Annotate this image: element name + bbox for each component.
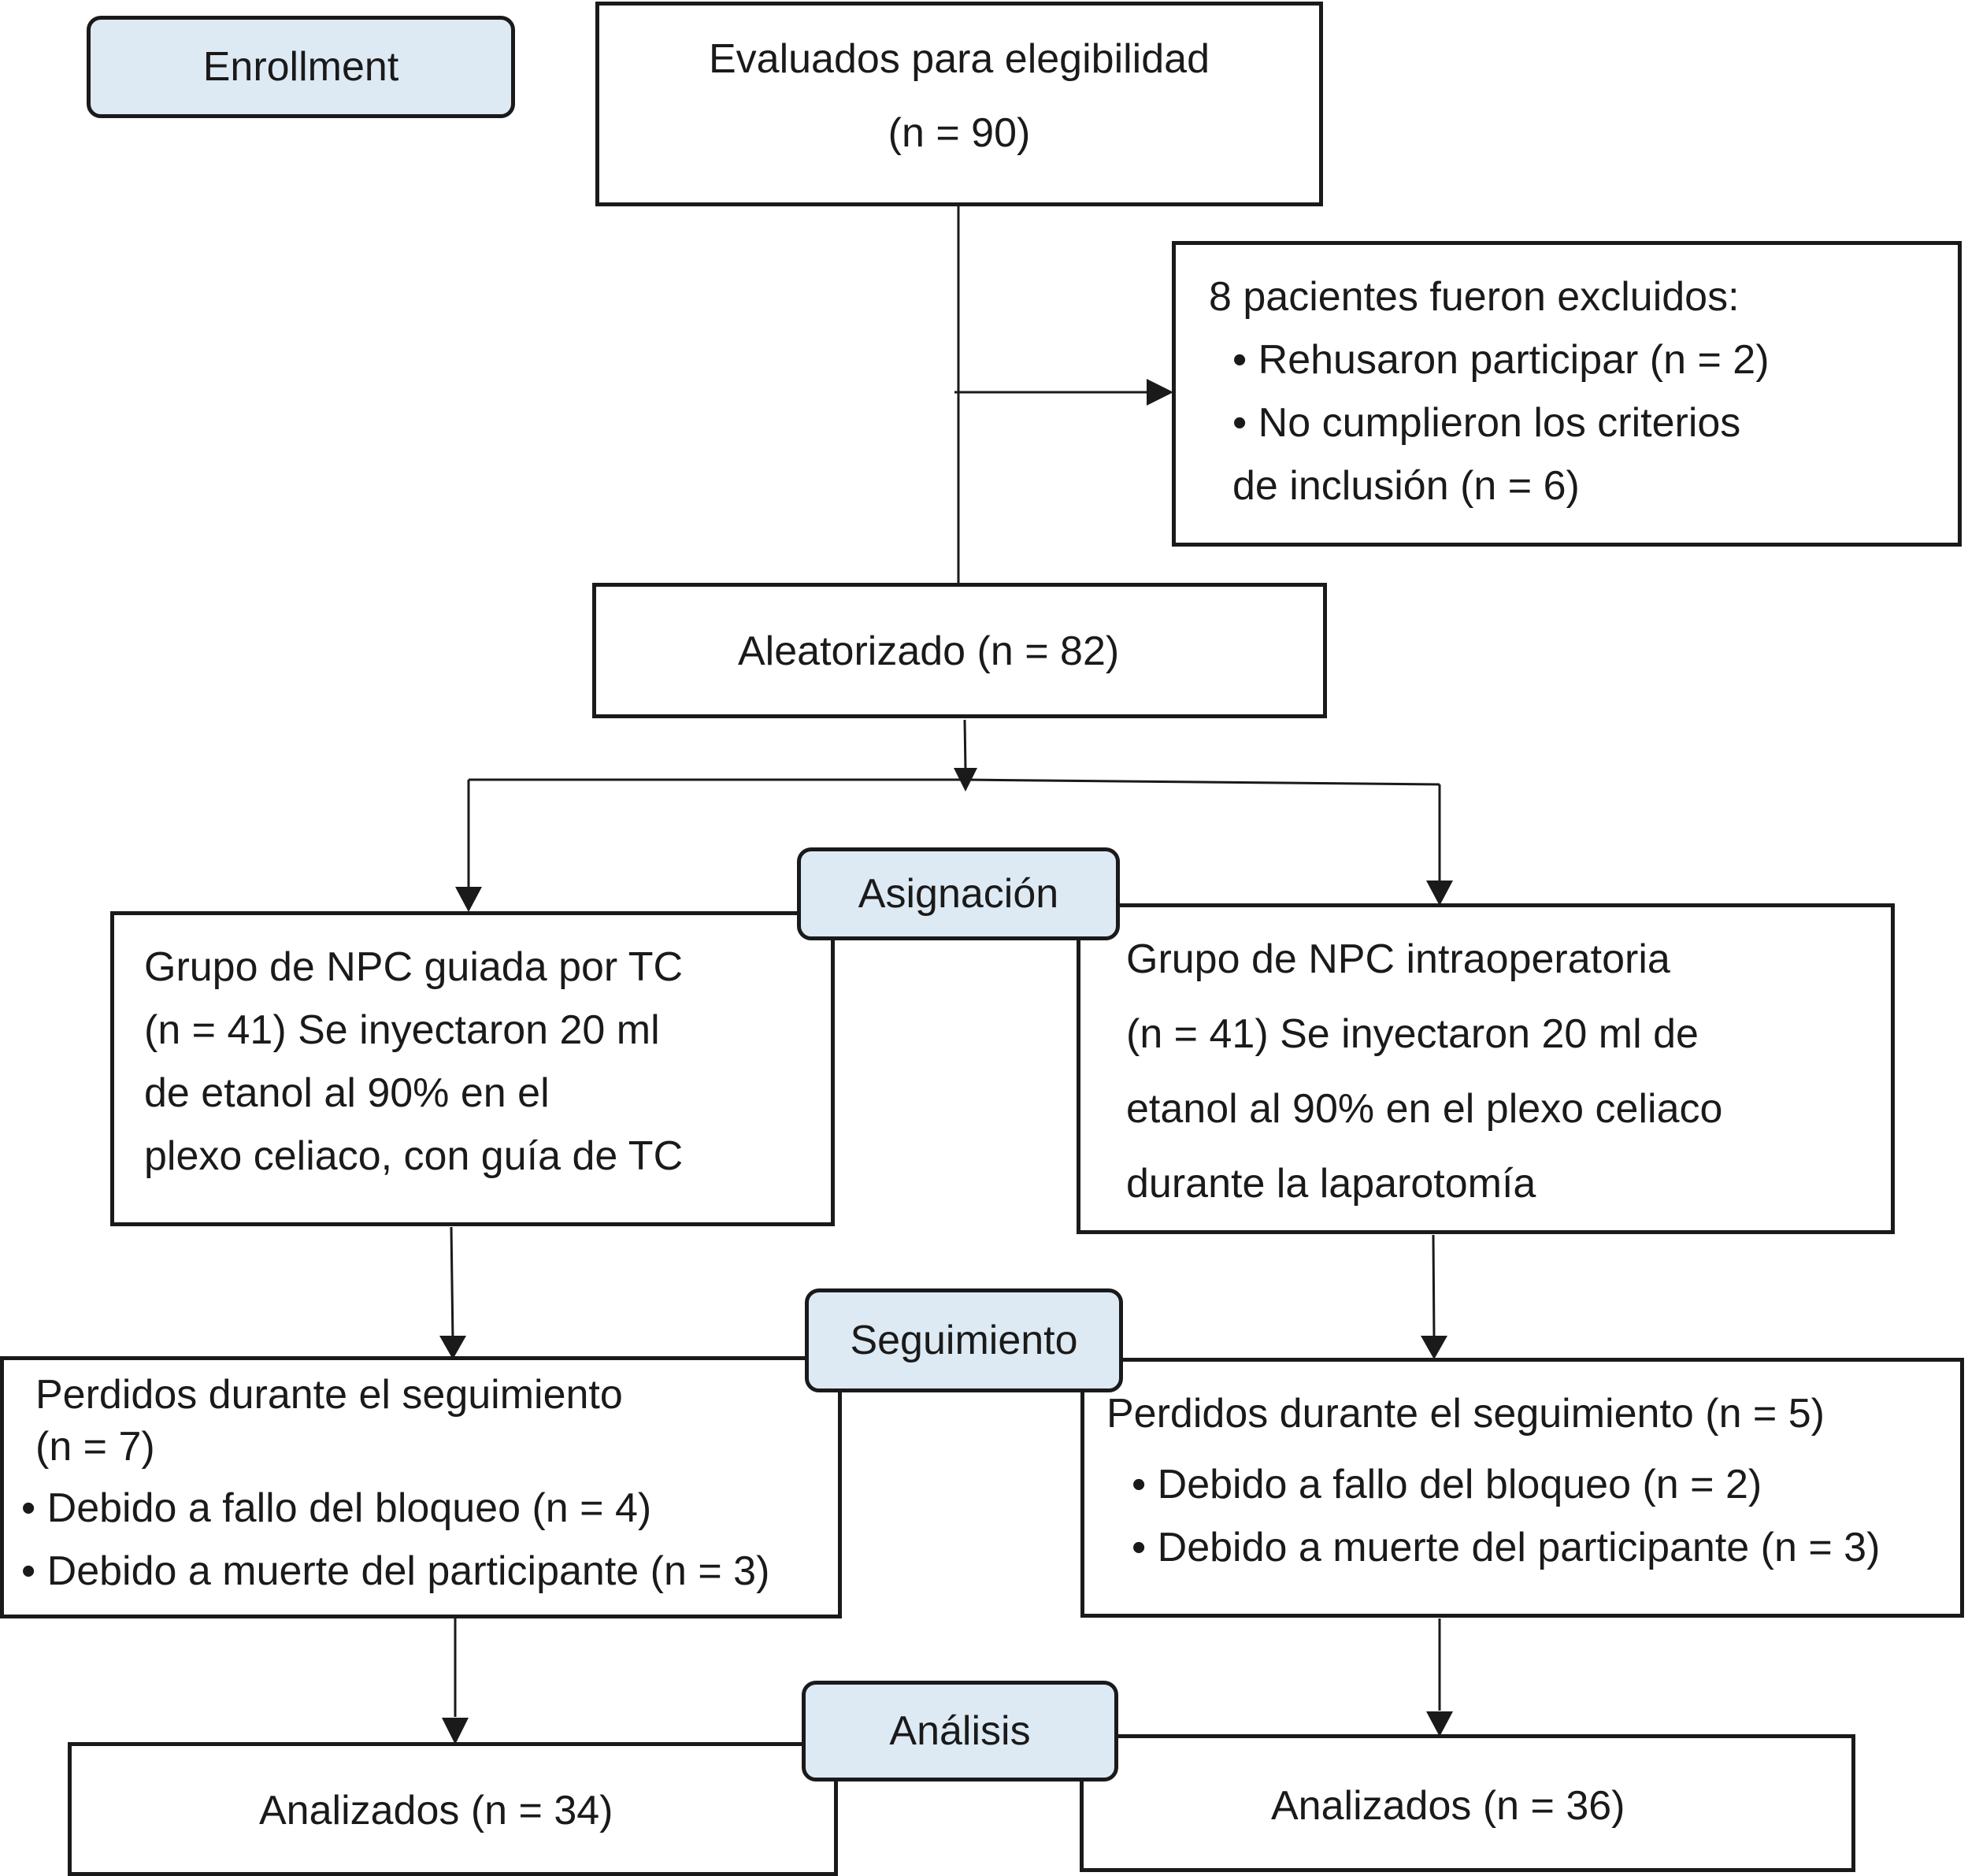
connector-group-ct-to-lost (450, 1226, 454, 1341)
randomized-box: Aleatorizado (n = 82) (592, 583, 1327, 718)
connector-group-intraop-to-lost (1432, 1234, 1436, 1340)
arrowhead-to-lost-ct (439, 1336, 466, 1359)
lost-intraop-line-3: • Debido a muerte del participante (n = … (1132, 1525, 1881, 1570)
assessed-box: Evaluados para elegibilidad (n = 90) (595, 2, 1323, 206)
excluded-title: 8 pacientes fueron excluidos: (1209, 274, 1740, 320)
assessed-count: (n = 90) (888, 110, 1031, 156)
arrowhead-to-analyzed-intraop (1426, 1711, 1453, 1737)
connector-split-right (965, 778, 1440, 786)
arrowhead-to-lost-intraop (1421, 1336, 1447, 1359)
arrowhead-to-group-intraop (1426, 881, 1453, 906)
stage-enrollment-label: Enrollment (87, 16, 515, 118)
group-ct-line-1: Grupo de NPC guiada por TC (144, 944, 684, 990)
lost-ct-line-3: • Debido a fallo del bloqueo (n = 4) (21, 1485, 652, 1531)
lost-ct-line-2: (n = 7) (35, 1424, 155, 1470)
group-intraop-line-2: (n = 41) Se inyectaron 20 ml de (1126, 1011, 1699, 1057)
group-intraop-box: Grupo de NPC intraoperatoria (n = 41) Se… (1077, 903, 1895, 1234)
lost-intraop-line-1: Perdidos durante el seguimiento (n = 5) (1106, 1391, 1825, 1437)
assessed-title: Evaluados para elegibilidad (708, 36, 1210, 82)
analyzed-ct-box: Analizados (n = 34) (68, 1742, 838, 1876)
lost-intraop-line-2: • Debido a fallo del bloqueo (n = 2) (1132, 1462, 1762, 1507)
excluded-box: 8 pacientes fueron excluidos: • Rehusaro… (1172, 241, 1962, 547)
group-ct-box: Grupo de NPC guiada por TC (n = 41) Se i… (110, 911, 835, 1226)
group-intraop-line-3: etanol al 90% en el plexo celiaco (1126, 1086, 1723, 1132)
arrowhead-to-group-ct (455, 887, 482, 912)
lost-ct-line-1: Perdidos durante el seguimiento (35, 1372, 623, 1418)
lost-ct-line-4: • Debido a muerte del participante (n = … (21, 1548, 770, 1594)
randomized-text: Aleatorizado (n = 82) (738, 628, 1120, 674)
arrowhead-split (954, 768, 977, 792)
stage-analysis-label: Análisis (802, 1681, 1118, 1781)
lost-intraop-box: Perdidos durante el seguimiento (n = 5) … (1080, 1358, 1964, 1618)
analyzed-ct-text: Analizados (n = 34) (259, 1788, 613, 1833)
group-intraop-line-1: Grupo de NPC intraoperatoria (1126, 936, 1670, 982)
excluded-criteria-line1: • No cumplieron los criterios (1232, 400, 1741, 446)
group-ct-line-3: de etanol al 90% en el (144, 1070, 550, 1116)
excluded-refused: • Rehusaron participar (n = 2) (1232, 337, 1770, 383)
group-intraop-line-4: durante la laparotomía (1126, 1161, 1536, 1207)
analyzed-intraop-text: Analizados (n = 36) (1271, 1783, 1625, 1829)
stage-allocation-label: Asignación (797, 847, 1120, 940)
excluded-criteria-line2: de inclusión (n = 6) (1232, 463, 1580, 509)
arrowhead-to-excluded (1147, 379, 1173, 406)
group-ct-line-4: plexo celiaco, con guía de TC (144, 1133, 684, 1179)
group-ct-line-2: (n = 41) Se inyectaron 20 ml (144, 1007, 660, 1053)
stage-follow-up-label: Seguimiento (805, 1288, 1123, 1392)
arrowhead-to-analyzed-ct (442, 1718, 469, 1744)
analyzed-intraop-box: Analizados (n = 36) (1080, 1734, 1855, 1872)
lost-ct-box: Perdidos durante el seguimiento (n = 7) … (0, 1356, 842, 1618)
